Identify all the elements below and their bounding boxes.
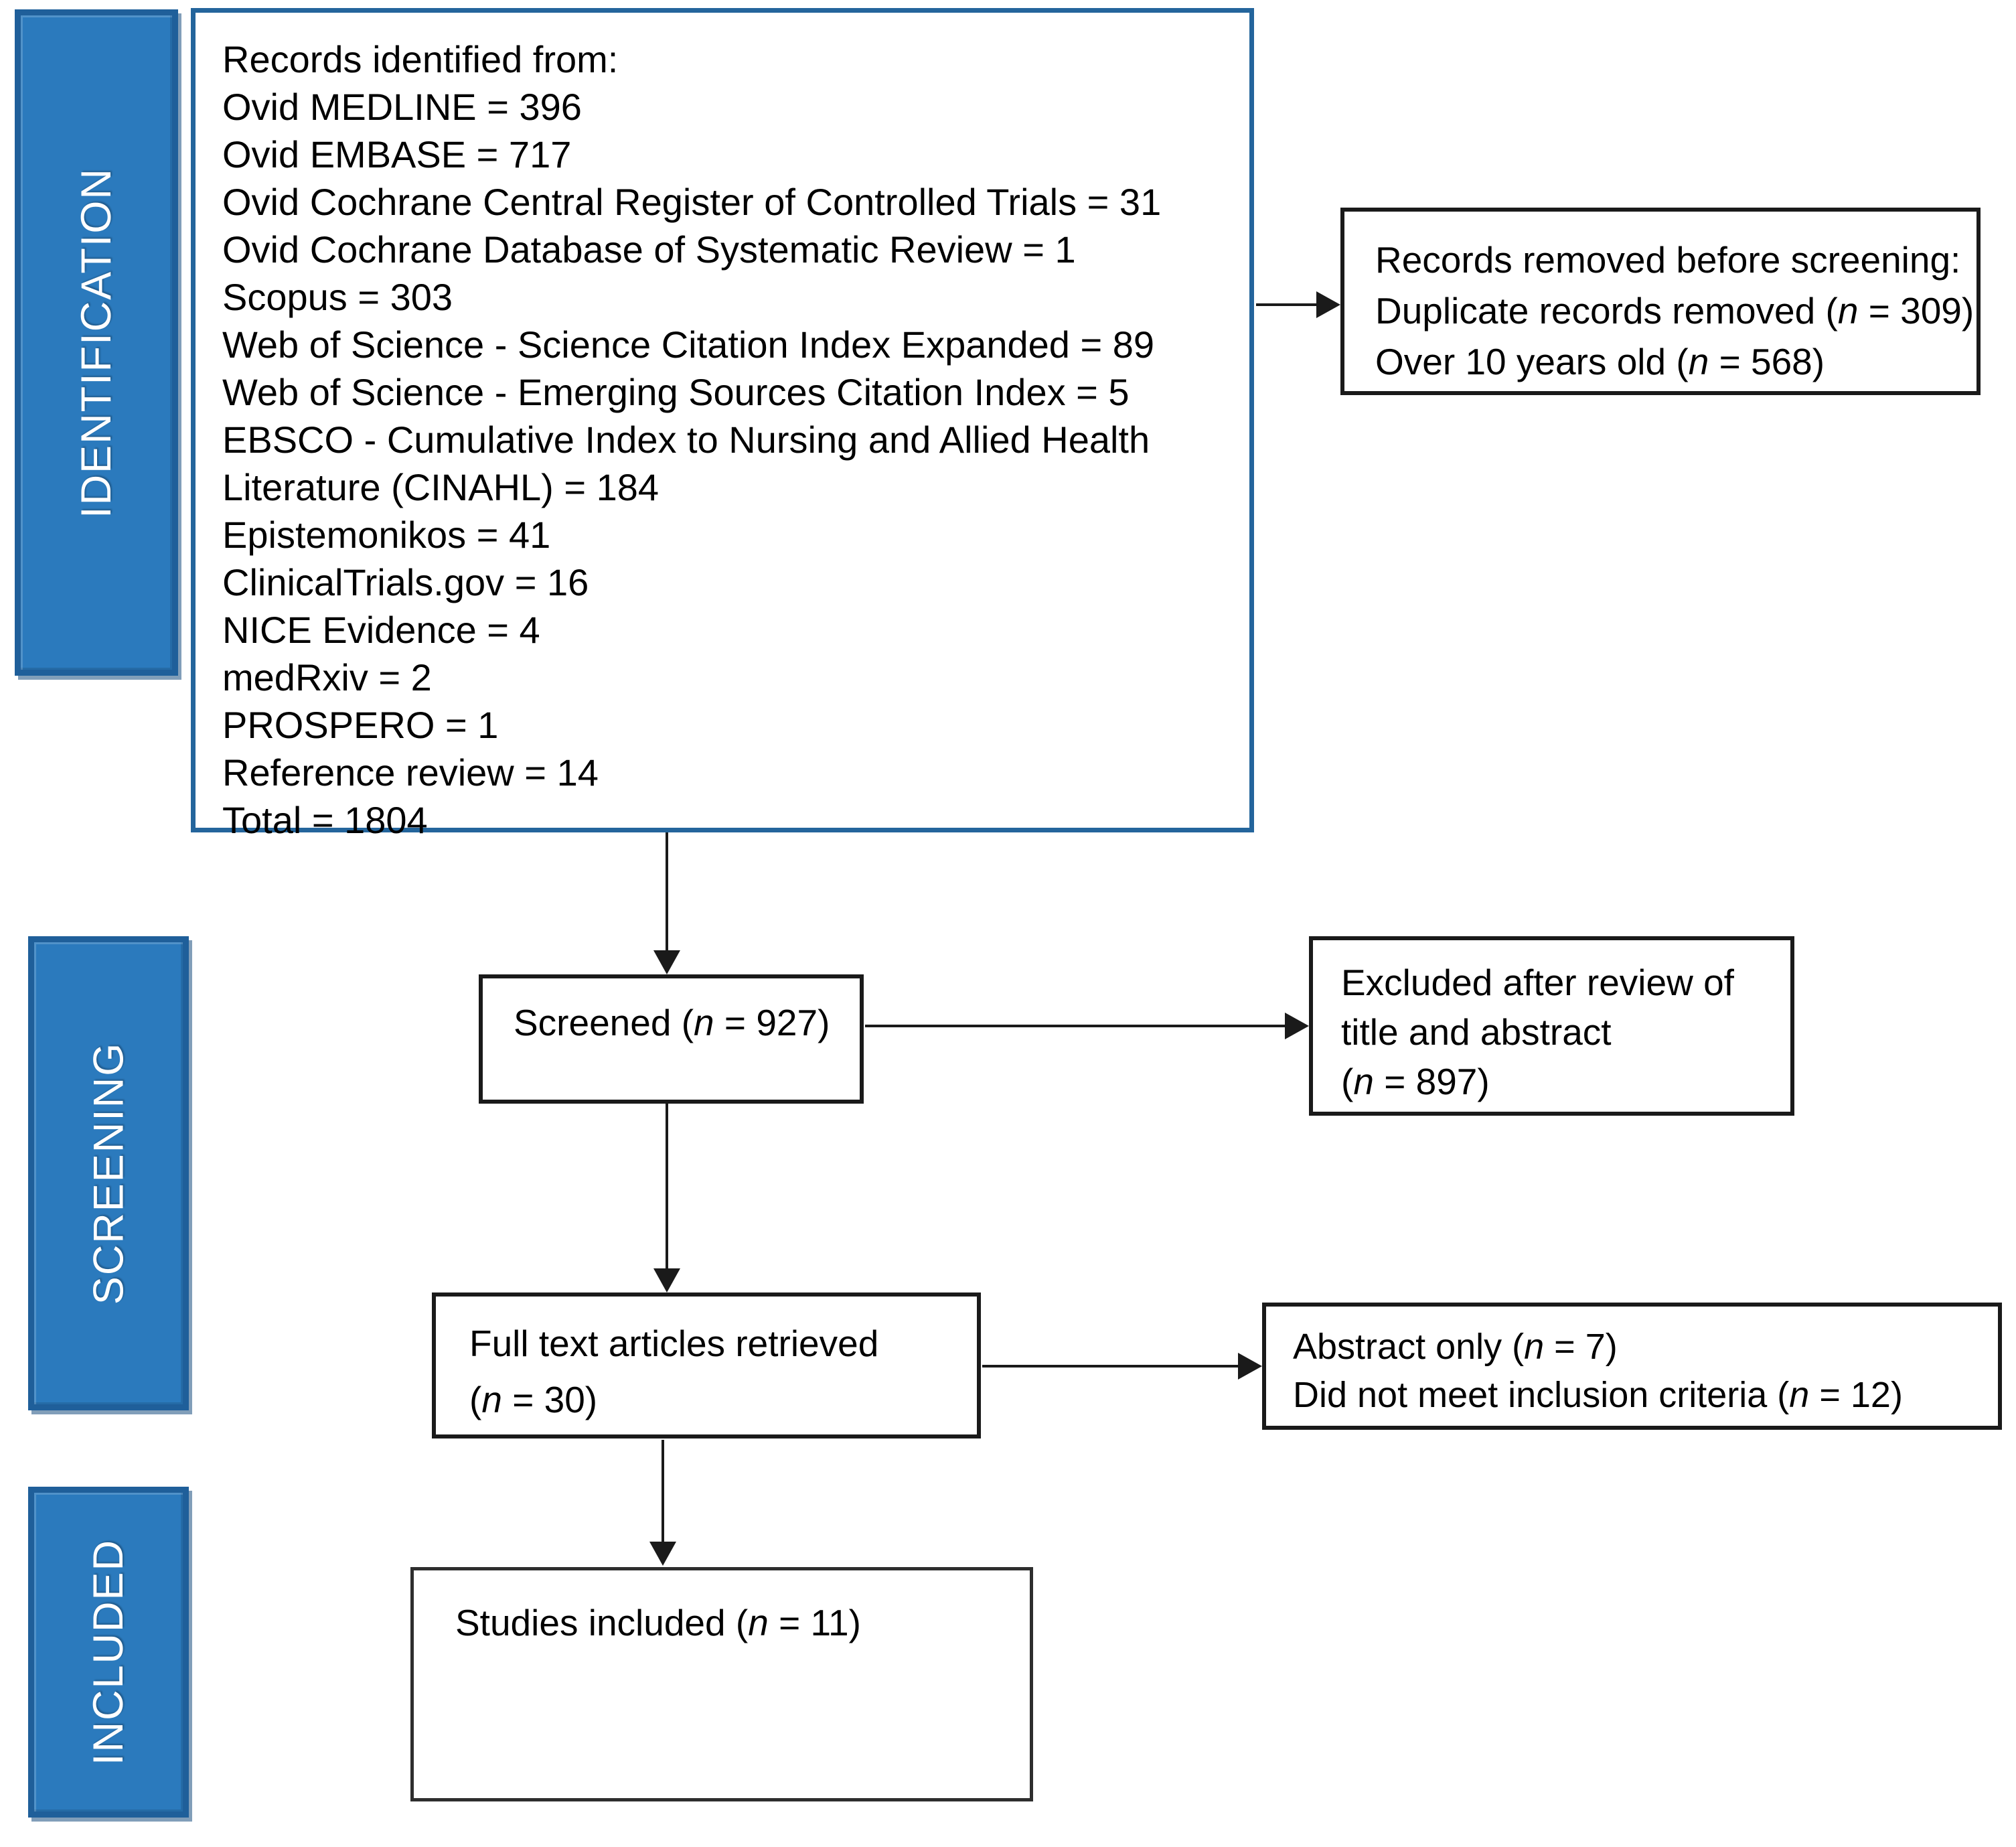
arrow-identified-to-screened-line bbox=[666, 832, 668, 952]
screened-line: Screened (n = 927) bbox=[514, 1001, 853, 1044]
studies-included-box: Studies included (n = 11) bbox=[410, 1567, 1033, 1801]
n-count: = 927) bbox=[714, 1002, 830, 1043]
stage-label-included: INCLUDED bbox=[85, 1538, 133, 1766]
excluded-count-line: (n = 897) bbox=[1341, 1057, 1784, 1106]
reason-text: Over 10 years old ( bbox=[1375, 341, 1689, 382]
fulltext-count-line: (n = 30) bbox=[469, 1372, 970, 1428]
records-identified-title: Records identified from: bbox=[222, 38, 619, 80]
n-count: = 7) bbox=[1544, 1327, 1618, 1367]
criteria-line: Did not meet inclusion criteria (n = 12) bbox=[1293, 1371, 1991, 1419]
n-count: = 568) bbox=[1709, 341, 1825, 382]
paren: ( bbox=[469, 1379, 482, 1420]
n-symbol: n bbox=[1789, 1375, 1810, 1415]
n-symbol: n bbox=[1524, 1327, 1545, 1367]
screened-box: Screened (n = 927) bbox=[479, 974, 864, 1104]
n-count: = 12) bbox=[1809, 1375, 1903, 1415]
source-line: Web of Science - Science Citation Index … bbox=[222, 323, 1155, 366]
fulltext-excluded-box: Abstract only (n = 7) Did not meet inclu… bbox=[1262, 1303, 2002, 1430]
n-symbol: n bbox=[1688, 341, 1709, 382]
excluded-box: Excluded after review of title and abstr… bbox=[1309, 936, 1794, 1116]
reason-text: Did not meet inclusion criteria ( bbox=[1293, 1375, 1790, 1415]
n-symbol: n bbox=[748, 1602, 769, 1643]
stage-label-screening: SCREENING bbox=[85, 1041, 132, 1305]
source-line: Epistemonikos = 41 bbox=[222, 514, 551, 556]
source-line: Web of Science - Emerging Sources Citati… bbox=[222, 371, 1130, 413]
arrow-down-icon bbox=[653, 1268, 680, 1292]
source-line: Ovid Cochrane Database of Systematic Rev… bbox=[222, 228, 1076, 271]
n-count: = 11) bbox=[768, 1602, 861, 1643]
screened-text: Screened ( bbox=[514, 1002, 694, 1043]
stage-rail-included: INCLUDED bbox=[28, 1487, 189, 1818]
stage-label-identification: IDENTIFICATION bbox=[73, 167, 121, 518]
removed-reason-line: Over 10 years old (n = 568) bbox=[1375, 336, 1970, 387]
records-total-line: Total = 1804 bbox=[222, 799, 428, 841]
records-removed-title: Records removed before screening: bbox=[1375, 239, 1961, 281]
source-line: Literature (CINAHL) = 184 bbox=[222, 466, 660, 508]
source-line: Scopus = 303 bbox=[222, 276, 453, 318]
removed-reason-line: Duplicate records removed (n = 309) bbox=[1375, 285, 1974, 336]
n-symbol: n bbox=[1353, 1061, 1374, 1102]
excluded-line-1: Excluded after review of bbox=[1341, 962, 1734, 1003]
arrow-right-icon bbox=[1285, 1013, 1309, 1039]
fulltext-line-1: Full text articles retrieved bbox=[469, 1323, 879, 1364]
records-removed-box: Records removed before screening: Duplic… bbox=[1340, 208, 1981, 395]
source-line: Ovid MEDLINE = 396 bbox=[222, 86, 582, 128]
abstract-only-line: Abstract only (n = 7) bbox=[1293, 1323, 1991, 1371]
paren: ( bbox=[1341, 1061, 1354, 1102]
fulltext-retrieved-box: Full text articles retrieved (n = 30) bbox=[432, 1292, 981, 1438]
source-line: EBSCO - Cumulative Index to Nursing and … bbox=[222, 419, 1150, 461]
studies-included-line: Studies included (n = 11) bbox=[455, 1601, 1023, 1644]
n-count: = 309) bbox=[1858, 290, 1974, 331]
source-line: Reference review = 14 bbox=[222, 751, 599, 794]
arrow-fulltext-to-abstract-line bbox=[982, 1365, 1239, 1368]
source-line: medRxiv = 2 bbox=[222, 656, 432, 698]
n-symbol: n bbox=[1837, 290, 1859, 331]
stage-rail-screening: SCREENING bbox=[28, 936, 189, 1410]
arrow-down-icon bbox=[649, 1542, 676, 1566]
stage-rail-identification: IDENTIFICATION bbox=[15, 9, 178, 676]
records-identified-box: Records identified from: Ovid MEDLINE = … bbox=[191, 8, 1254, 841]
source-line: PROSPERO = 1 bbox=[222, 704, 499, 746]
n-count: = 30) bbox=[501, 1379, 598, 1420]
source-line: ClinicalTrials.gov = 16 bbox=[222, 561, 589, 603]
excluded-line-2: title and abstract bbox=[1341, 1011, 1612, 1053]
n-count: = 897) bbox=[1373, 1061, 1490, 1102]
n-symbol: n bbox=[694, 1002, 714, 1043]
reason-text: Duplicate records removed ( bbox=[1375, 290, 1838, 331]
source-line: Ovid Cochrane Central Register of Contro… bbox=[222, 181, 1162, 223]
arrow-right-icon bbox=[1238, 1353, 1262, 1380]
arrow-fulltext-to-studies-line bbox=[662, 1440, 664, 1543]
reason-text: Abstract only ( bbox=[1293, 1327, 1525, 1367]
source-line: NICE Evidence = 4 bbox=[222, 609, 540, 651]
source-line: Ovid EMBASE = 717 bbox=[222, 133, 572, 175]
arrow-identified-to-removed-line bbox=[1256, 303, 1318, 306]
arrow-right-icon bbox=[1316, 291, 1340, 318]
arrow-down-icon bbox=[653, 950, 680, 974]
arrow-screened-to-fulltext-line bbox=[666, 1104, 668, 1270]
arrow-screened-to-excluded-line bbox=[865, 1025, 1286, 1027]
n-symbol: n bbox=[481, 1379, 502, 1420]
studies-text: Studies included ( bbox=[455, 1602, 749, 1643]
